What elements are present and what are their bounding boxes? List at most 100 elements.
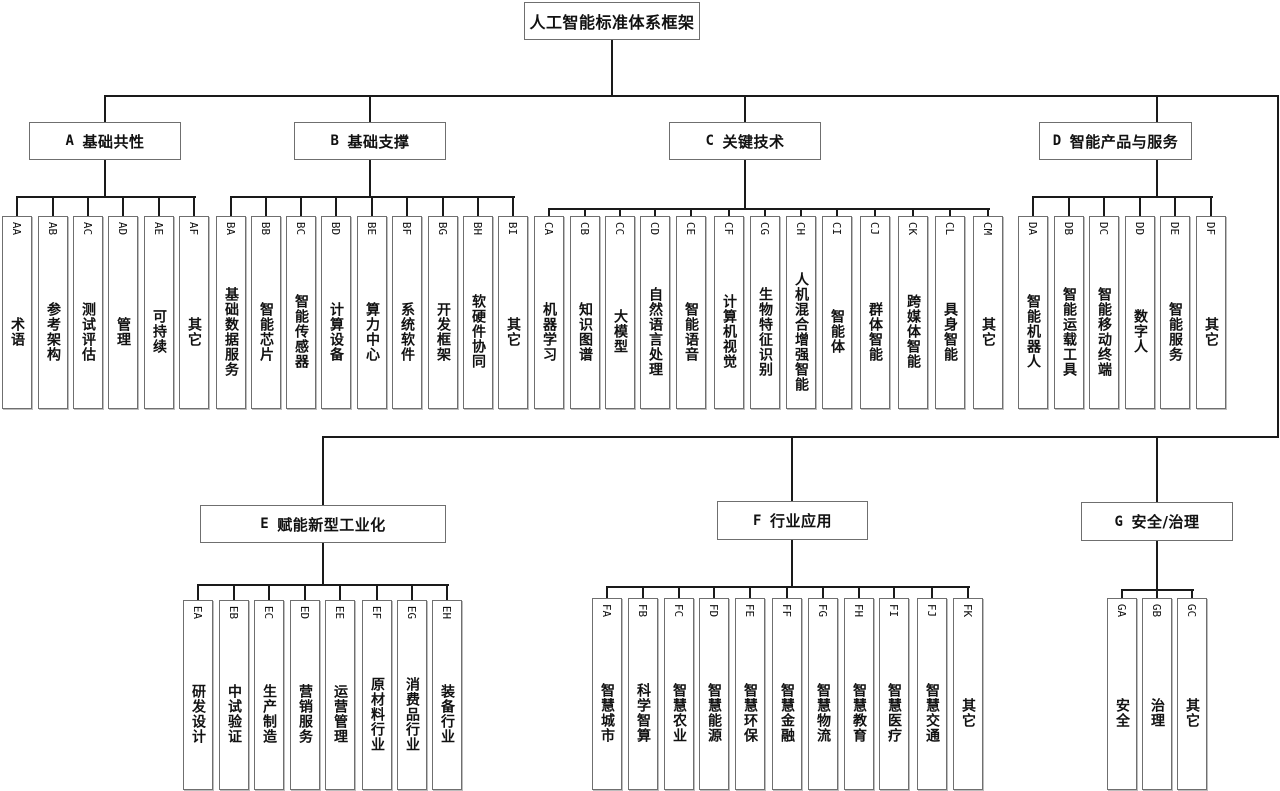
leaf-code-text: AF — [187, 221, 201, 236]
leaf-code: CH — [787, 222, 815, 235]
leaf-code-text: CA — [542, 221, 556, 236]
leaf-code: BH — [464, 222, 492, 235]
leaf-code: CD — [641, 222, 669, 235]
leaf-code-text: GB — [1150, 603, 1164, 618]
category-down-connector — [369, 160, 371, 196]
leaf-code-text: CI — [830, 221, 844, 236]
leaf-code-text: AB — [46, 221, 60, 236]
leaf-label: 群体智能 — [867, 301, 883, 362]
leaf-connector — [406, 196, 408, 216]
leaf-connector — [690, 208, 692, 216]
category-connector — [744, 95, 746, 122]
leaf-label: 生产制造 — [261, 684, 277, 744]
leaf-connector — [548, 208, 550, 216]
leaf-code-text: EH — [440, 605, 454, 620]
root-title: 人工智能标准体系框架 — [529, 13, 695, 32]
leaf-code: DD — [1126, 222, 1154, 235]
leaf-box-ab[interactable]: AB 参考架构 — [38, 216, 68, 409]
leaf-label: 其它 — [1203, 316, 1219, 347]
leaf-connector — [822, 586, 824, 598]
leaf-code-text: DB — [1062, 221, 1076, 236]
leaf-code: FF — [773, 604, 801, 617]
leaf-code-text: GA — [1115, 603, 1129, 618]
leaf-code: FE — [736, 604, 764, 617]
leaf-label: 参考架构 — [45, 301, 61, 362]
leaf-label: 人机混合增强智能 — [793, 271, 809, 392]
leaf-label: 中试验证 — [226, 684, 242, 744]
leaf-code: CB — [571, 222, 599, 235]
leaf-box-ch[interactable]: CH 人机混合增强智能 — [786, 216, 816, 409]
leaf-label: 系统软件 — [399, 301, 415, 362]
leaf-connector — [339, 584, 341, 600]
leaf-code-text: AE — [152, 221, 166, 236]
leaf-code-text: AA — [10, 221, 24, 236]
leaf-label: 运营管理 — [332, 684, 348, 744]
category-connector — [369, 95, 371, 122]
leaf-label: 智能机器人 — [1025, 294, 1041, 369]
leaf-code: FH — [845, 604, 873, 617]
leaf-code: FG — [809, 604, 837, 617]
